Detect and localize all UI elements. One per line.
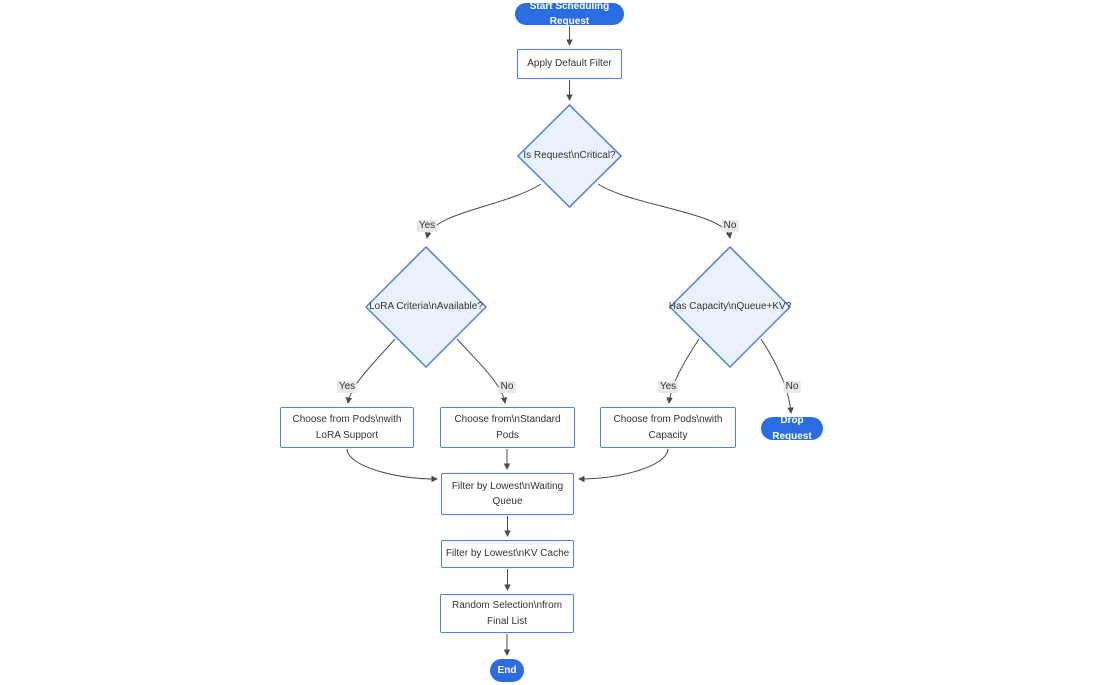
- edge-choosecap-fqueue: [578, 448, 669, 483]
- node-lora-criteria-available: LoRA Criteria\nAvailable?: [365, 246, 487, 368]
- node-choose-standard-pods-label: Choose from\nStandard Pods: [454, 414, 561, 441]
- node-is-request-critical: Is Request\nCritical?: [517, 104, 622, 208]
- node-end-label: End: [497, 664, 517, 676]
- node-choose-lora-pods: Choose from Pods\nwith LoRA Support: [280, 407, 414, 448]
- node-filter-kv-cache: Filter by Lowest\nKV Cache: [441, 540, 574, 568]
- edge-label-critical-no: No: [721, 220, 739, 232]
- node-end: End: [490, 659, 524, 682]
- edge-label-capacity-yes: Yes: [657, 381, 679, 393]
- edge-label-lora-no: No: [498, 381, 516, 393]
- node-filter-waiting-queue-label: Filter by Lowest\nWaiting Queue: [451, 480, 564, 508]
- node-start: Start Scheduling Request: [515, 1, 624, 27]
- edge-label-capacity-no: No: [783, 381, 801, 393]
- node-filter-kv-cache-label: Filter by Lowest\nKV Cache: [445, 548, 570, 560]
- node-apply-default-filter: Apply Default Filter: [517, 49, 622, 79]
- node-apply-default-filter-label: Apply Default Filter: [527, 58, 612, 70]
- diamond-shape: [365, 246, 487, 368]
- node-start-label: Start Scheduling Request: [529, 0, 610, 28]
- edge-label-lora-yes: Yes: [336, 381, 358, 393]
- node-drop-request: Drop Request: [761, 415, 823, 442]
- node-choose-standard-pods: Choose from\nStandard Pods: [440, 407, 575, 448]
- node-random-selection-label: Random Selection\nfrom Final List: [451, 600, 563, 627]
- node-is-request-critical-label: Is Request\nCritical?: [523, 150, 616, 162]
- node-has-capacity: Has Capacity\nQueue+KV?: [669, 246, 791, 368]
- node-choose-lora-pods-label: Choose from Pods\nwith LoRA Support: [292, 414, 402, 441]
- node-drop-request-label: Drop Request: [772, 415, 812, 442]
- node-has-capacity-label: Has Capacity\nQueue+KV?: [668, 301, 792, 313]
- node-choose-capacity-pods-label: Choose from Pods\nwith Capacity: [613, 414, 723, 441]
- node-choose-capacity-pods: Choose from Pods\nwith Capacity: [600, 407, 736, 448]
- diamond-shape: [517, 104, 622, 208]
- node-lora-criteria-available-label: LoRA Criteria\nAvailable?: [369, 301, 483, 313]
- node-filter-waiting-queue: Filter by Lowest\nWaiting Queue: [441, 473, 574, 515]
- edge-chooselora-fqueue: [346, 448, 438, 483]
- edge-label-critical-yes: Yes: [416, 220, 438, 232]
- node-random-selection: Random Selection\nfrom Final List: [440, 594, 574, 633]
- diamond-shape: [669, 246, 791, 368]
